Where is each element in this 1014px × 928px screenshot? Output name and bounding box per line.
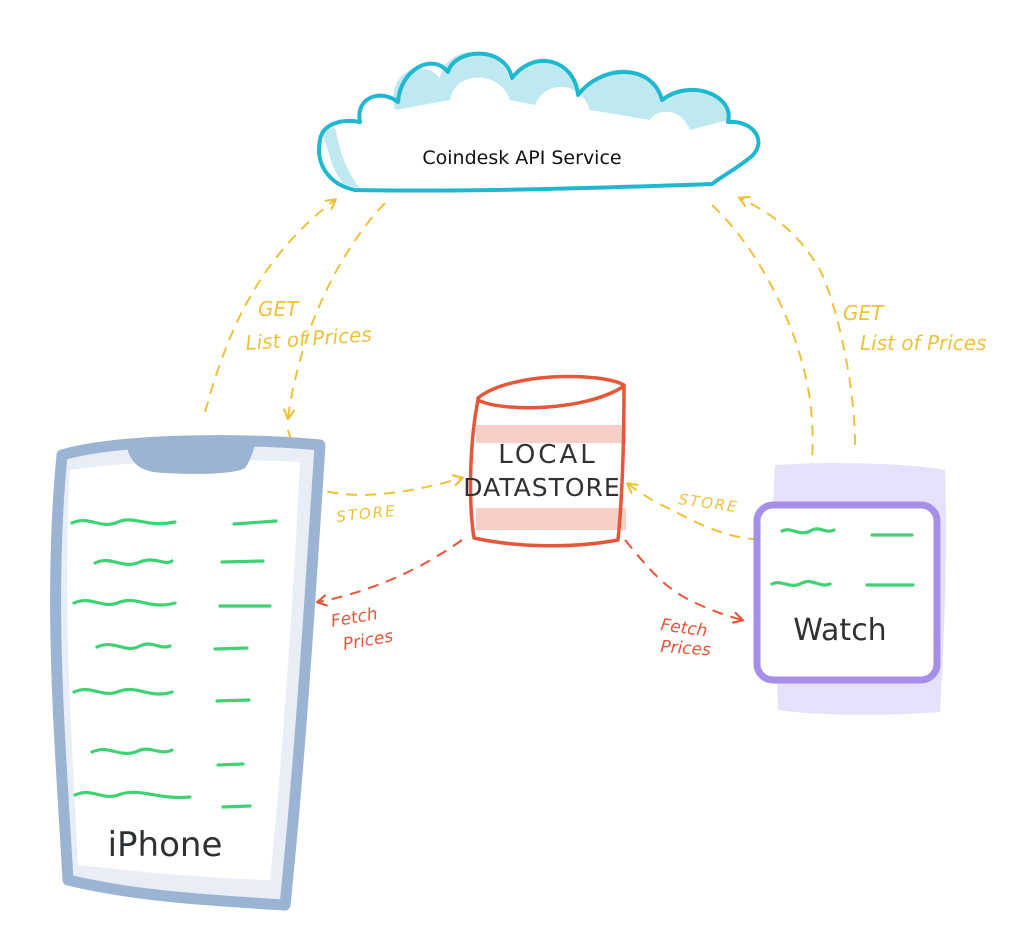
- watch-request-arrow: [740, 198, 856, 446]
- watch-get-label: GET: [843, 301, 885, 325]
- cloud-label: Coindesk API Service: [422, 147, 621, 169]
- watch-price-list: [770, 527, 915, 588]
- cloud-shade: [393, 51, 729, 130]
- iphone-price-row: [95, 642, 172, 651]
- fetch-arrows: Fetch Prices Fetch Prices: [318, 539, 742, 661]
- iphone-fetch-label: Fetch: [329, 604, 379, 632]
- iphone-prices-label: Prices: [341, 626, 394, 655]
- iphone-response-arrow: [288, 202, 386, 418]
- datastore-label-line2: DATASTORE: [463, 473, 620, 502]
- datastore-outline: [468, 374, 626, 548]
- api-cloud: Coindesk API Service: [317, 51, 761, 193]
- watch-get-arrows: GET List of Prices: [711, 198, 987, 500]
- iphone-price-value: [220, 559, 265, 564]
- iphone-notch: [125, 440, 256, 474]
- local-datastore: LOCAL DATASTORE: [463, 374, 626, 548]
- iphone-request-arrow: [204, 200, 335, 413]
- iphone-price-list: [70, 518, 278, 809]
- watch-device: Watch: [753, 463, 947, 715]
- watch-list-of-prices-label: List of Prices: [860, 331, 987, 355]
- datastore-stripe-1: [476, 425, 626, 443]
- iphone-price-row: [90, 747, 174, 756]
- watch-face: [753, 501, 941, 684]
- iphone-label: iPhone: [108, 825, 223, 865]
- iphone-price-row: [70, 518, 177, 527]
- watch-fetch-arrow: [624, 539, 742, 620]
- datastore-label-line1: LOCAL: [498, 440, 597, 470]
- iphone-store-label: STORE: [336, 502, 398, 526]
- iphone-list-of-prices-label: List of Prices: [245, 322, 373, 355]
- iphone-price-value: [216, 762, 245, 767]
- iphone-device: iPhone: [50, 435, 326, 911]
- watch-store-arrow: [628, 484, 779, 541]
- iphone-price-row: [93, 558, 174, 567]
- iphone-fetch-arrow: [318, 539, 463, 602]
- iphone-price-value: [232, 519, 278, 526]
- cloud-outline: [317, 51, 761, 193]
- iphone-outline: [50, 435, 326, 911]
- watch-price-row: [770, 580, 832, 588]
- iphone-price-row: [72, 687, 174, 696]
- iphone-price-row: [73, 790, 192, 800]
- datastore-stripe-2: [476, 508, 626, 530]
- iphone-get-label: GET: [258, 297, 300, 321]
- watch-price-row: [780, 527, 836, 535]
- watch-prices-label: Prices: [660, 637, 712, 660]
- watch-response-arrow: [711, 204, 813, 500]
- datastore-top-ellipse: [477, 384, 625, 410]
- iphone-price-value: [221, 804, 252, 809]
- iphone-price-value: [215, 698, 251, 703]
- iphone-get-arrows: GET List of Prices: [204, 200, 386, 418]
- watch-store-label: STORE: [677, 490, 739, 516]
- iphone-store-arrow: [287, 429, 462, 496]
- iphone-price-row: [72, 598, 177, 607]
- watch-label: Watch: [793, 613, 886, 648]
- cloud-shade-left: [320, 128, 360, 188]
- iphone-price-value: [213, 646, 249, 651]
